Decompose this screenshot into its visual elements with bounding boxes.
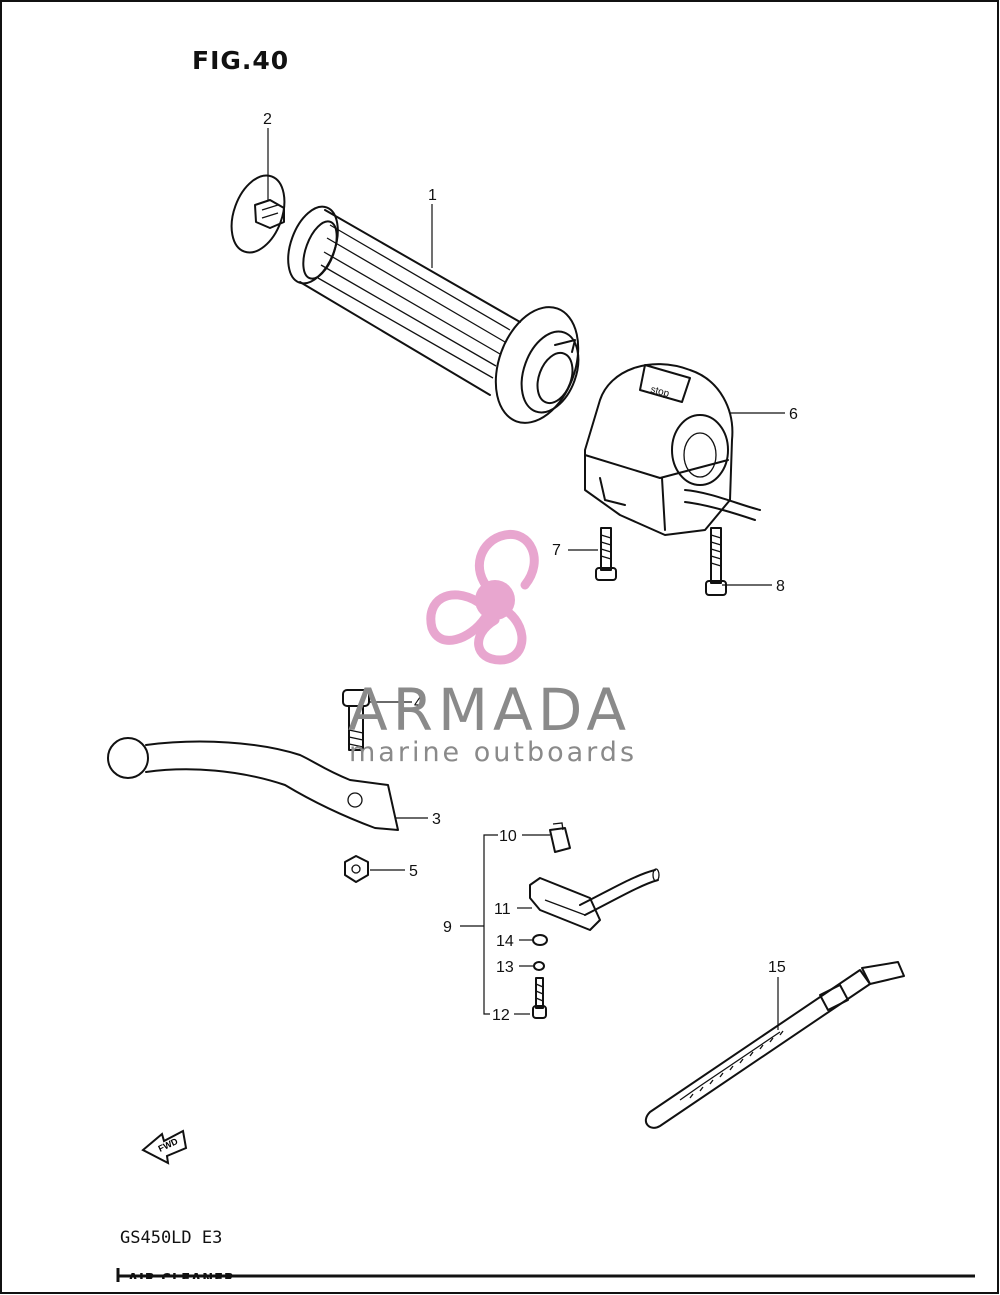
- callout-14: 14: [496, 933, 514, 950]
- watermark-propeller-icon: [426, 530, 539, 665]
- callout-12: 12: [492, 1007, 510, 1024]
- part-11-switch-bracket: [529, 868, 660, 931]
- model-code: GS450LD E3: [120, 1228, 223, 1248]
- part-10-clip: [549, 822, 571, 853]
- callout-7: 7: [552, 542, 561, 559]
- part-7-screw: [595, 527, 617, 581]
- part-5-nut: [344, 855, 369, 883]
- watermark-subtitle: marine outboards: [349, 737, 638, 768]
- callout-2: 2: [263, 111, 272, 128]
- part-15-cable-tie: [644, 961, 905, 1129]
- part-3-lever: [107, 737, 399, 831]
- part-12-screw: [532, 977, 547, 1019]
- part-14-washer: [532, 934, 548, 946]
- part-13-washer: [533, 961, 545, 971]
- fwd-arrow-icon: FWD: [141, 1129, 188, 1165]
- leader-lines: [267, 128, 785, 1030]
- watermark-name: ARMADA: [348, 676, 632, 744]
- fig-title: FIG.40: [192, 46, 290, 75]
- callout-6: 6: [789, 406, 798, 423]
- part-1-grip: [287, 205, 580, 424]
- callout-5: 5: [409, 863, 418, 880]
- svg-text:stop: stop: [649, 384, 671, 400]
- callout-13: 13: [496, 959, 514, 976]
- callout-3: 3: [432, 811, 441, 828]
- callout-15: 15: [768, 959, 786, 976]
- part-6-switch-box: stop: [584, 363, 761, 536]
- part-4-pivot-bolt: [342, 689, 370, 751]
- callout-8: 8: [776, 578, 785, 595]
- callout-11: 11: [494, 901, 511, 918]
- part-2-end-cap: [230, 174, 286, 254]
- footer-text: AIR CLEANER: [128, 1270, 235, 1279]
- callout-10: 10: [499, 828, 517, 845]
- callout-9: 9: [443, 919, 452, 936]
- callouts: 2 1 6 7 8 4 3 5 10 9 11 14 13 12 15: [263, 111, 798, 1024]
- callout-4: 4: [414, 695, 423, 712]
- part-8-screw: [705, 527, 727, 596]
- callout-1: 1: [428, 187, 437, 204]
